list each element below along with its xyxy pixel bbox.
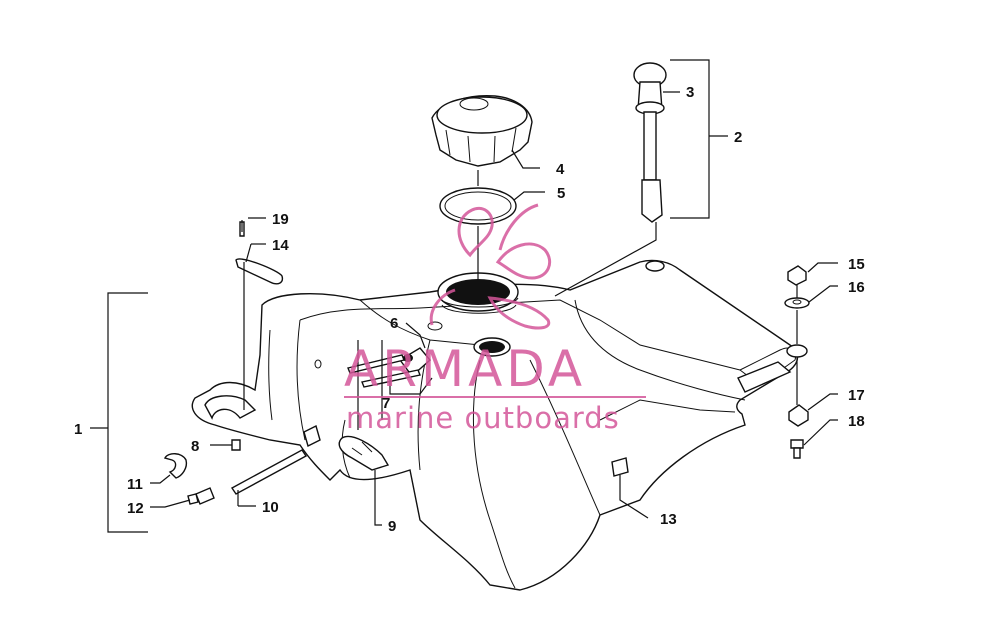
watermark-title: ARMADA	[344, 340, 586, 398]
callout-4: 4	[556, 161, 565, 178]
callout-5: 5	[557, 185, 565, 202]
callout-11: 11	[127, 476, 143, 493]
callout-17: 17	[848, 387, 865, 404]
callout-14: 14	[272, 237, 289, 254]
fuel-gauge-sender	[633, 62, 667, 223]
vent-fitting	[347, 347, 431, 388]
callout-10: 10	[262, 499, 279, 516]
watermark-logo-icon	[429, 203, 551, 330]
callout-19: 19	[272, 211, 289, 228]
callout-3: 3	[686, 84, 694, 101]
watermark: ARMADA marine outboards	[344, 203, 646, 435]
callout-2: 2	[734, 129, 742, 146]
callout-6: 6	[390, 315, 398, 332]
callout-16: 16	[848, 279, 865, 296]
leader-lines	[90, 59, 838, 533]
fuel-cap	[431, 95, 533, 167]
callout-13: 13	[660, 511, 677, 528]
watermark-rule	[344, 396, 646, 398]
callout-18: 18	[848, 413, 865, 430]
fuel-valve	[338, 435, 390, 471]
fuel-line-parts	[163, 424, 629, 505]
callout-labels: 1 2 3 4 5 6 7 8 9 10 11 12 13 14 15 16 1…	[74, 84, 865, 535]
callout-7: 7	[382, 395, 390, 412]
callout-15: 15	[848, 256, 865, 273]
callout-8: 8	[191, 438, 199, 455]
callout-12: 12	[127, 500, 144, 517]
callout-1: 1	[74, 421, 82, 438]
callout-9: 9	[388, 518, 396, 535]
watermark-subtitle: marine outboards	[346, 401, 620, 435]
cap-gasket	[439, 187, 517, 225]
